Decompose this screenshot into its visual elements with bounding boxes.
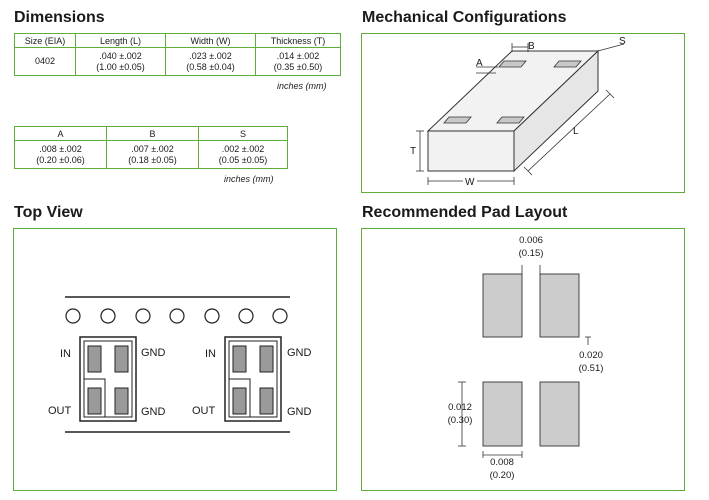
label-gnd-left-top: GND — [141, 347, 166, 359]
top-view-title: Top View — [14, 204, 83, 221]
header-s: S — [198, 126, 288, 141]
header-size: Size (EIA) — [14, 33, 76, 48]
table-row: .008 ±.002(0.20 ±0.06) .007 ±.002(0.18 ±… — [14, 140, 288, 169]
table-header-row: A B S — [14, 126, 288, 141]
land-pad — [539, 273, 580, 338]
label-t: T — [410, 146, 416, 157]
chip-pad — [498, 60, 527, 68]
pad-layout-panel: 0.006 (0.15) 0.020 (0.51) 0.012 (0.30) 0… — [361, 228, 685, 491]
chip-front-face — [427, 130, 515, 172]
pad-left-gnd-bottom — [114, 387, 129, 415]
top-view-diagram: IN GND OUT GND IN GND OUT GND — [48, 296, 312, 433]
dimensions-table: Size (EIA) Length (L) Width (W) Thicknes… — [14, 33, 341, 76]
label-out-left: OUT — [48, 405, 72, 417]
label-gnd-left-bottom: GND — [141, 406, 166, 418]
chip-pad — [496, 116, 525, 124]
gap-mm: (0.15) — [519, 248, 544, 259]
pad-right-gnd-bottom — [259, 387, 274, 415]
pin1-marker-left — [84, 378, 106, 417]
height-mm: (0.30) — [448, 415, 473, 426]
vgap-inch: 0.020 — [579, 350, 603, 361]
header-b: B — [106, 126, 199, 141]
pad-left-in — [87, 345, 102, 373]
mechanical-diagram: B A S L T W — [410, 36, 626, 188]
label-in-left: IN — [60, 348, 71, 360]
label-out-right: OUT — [192, 405, 216, 417]
land-pad — [482, 273, 523, 338]
land-pad — [482, 381, 523, 447]
length-value: .040 ±.002(1.00 ±0.05) — [75, 47, 166, 76]
pad-right-in — [232, 345, 247, 373]
sprocket-hole — [272, 308, 288, 324]
pad-layout-title: Recommended Pad Layout — [362, 204, 568, 221]
width-inch: 0.008 — [490, 457, 514, 468]
label-b: B — [528, 41, 535, 52]
chip-pad — [553, 60, 582, 68]
thickness-value: .014 ±.002(0.35 ±0.50) — [255, 47, 341, 76]
height-inch: 0.012 — [448, 402, 472, 413]
label-w: W — [465, 177, 475, 188]
dim-line — [527, 93, 611, 172]
label-w-bg — [463, 175, 477, 187]
header-length: Length (L) — [75, 33, 166, 48]
dim-line — [597, 43, 625, 52]
table-header-row: Size (EIA) Length (L) Width (W) Thicknes… — [14, 33, 341, 48]
header-thickness: Thickness (T) — [255, 33, 341, 48]
b-value: .007 ±.002(0.18 ±0.05) — [106, 140, 199, 169]
dim-line — [523, 166, 533, 176]
dim-line — [605, 89, 615, 99]
chip-side-face — [513, 49, 599, 173]
table2-units: inches (mm) — [224, 174, 274, 184]
vgap-mm: (0.51) — [579, 363, 604, 374]
pad-left-out — [87, 387, 102, 415]
a-value: .008 ±.002(0.20 ±0.06) — [14, 140, 107, 169]
label-in-right: IN — [205, 348, 216, 360]
pad-right-gnd-top — [259, 345, 274, 373]
mechanical-title: Mechanical Configurations — [362, 9, 567, 26]
label-a: A — [476, 58, 483, 69]
label-gnd-right-bottom: GND — [287, 406, 312, 418]
land-pad — [539, 381, 580, 447]
top-view-panel: IN GND OUT GND IN GND OUT GND — [13, 228, 337, 491]
label-l: L — [573, 126, 579, 137]
sprocket-hole — [169, 308, 185, 324]
label-s: S — [619, 36, 626, 47]
chip-pad — [443, 116, 472, 124]
gap-inch: 0.006 — [519, 235, 543, 246]
pad-layout-diagram: 0.006 (0.15) 0.020 (0.51) 0.012 (0.30) 0… — [448, 235, 604, 481]
sprocket-hole — [65, 308, 81, 324]
width-mm: (0.20) — [490, 470, 515, 481]
sprocket-hole — [238, 308, 254, 324]
dimensions-title: Dimensions — [14, 9, 105, 26]
label-gnd-right-top: GND — [287, 347, 312, 359]
table1-units: inches (mm) — [277, 81, 327, 91]
size-value: 0402 — [14, 47, 76, 76]
width-value: .023 ±.002(0.58 ±0.04) — [165, 47, 256, 76]
pin1-marker-right — [229, 378, 251, 417]
sprocket-hole — [100, 308, 116, 324]
sprocket-hole — [204, 308, 220, 324]
header-a: A — [14, 126, 107, 141]
s-value: .002 ±.002(0.05 ±0.05) — [198, 140, 288, 169]
pad-dimensions-table: A B S .008 ±.002(0.20 ±0.06) .007 ±.002(… — [14, 126, 288, 169]
header-width: Width (W) — [165, 33, 256, 48]
pad-right-out — [232, 387, 247, 415]
table-row: 0402 .040 ±.002(1.00 ±0.05) .023 ±.002(0… — [14, 47, 341, 76]
sprocket-hole — [135, 308, 151, 324]
pad-left-gnd-top — [114, 345, 129, 373]
mechanical-panel: B A S L T W — [361, 33, 685, 193]
